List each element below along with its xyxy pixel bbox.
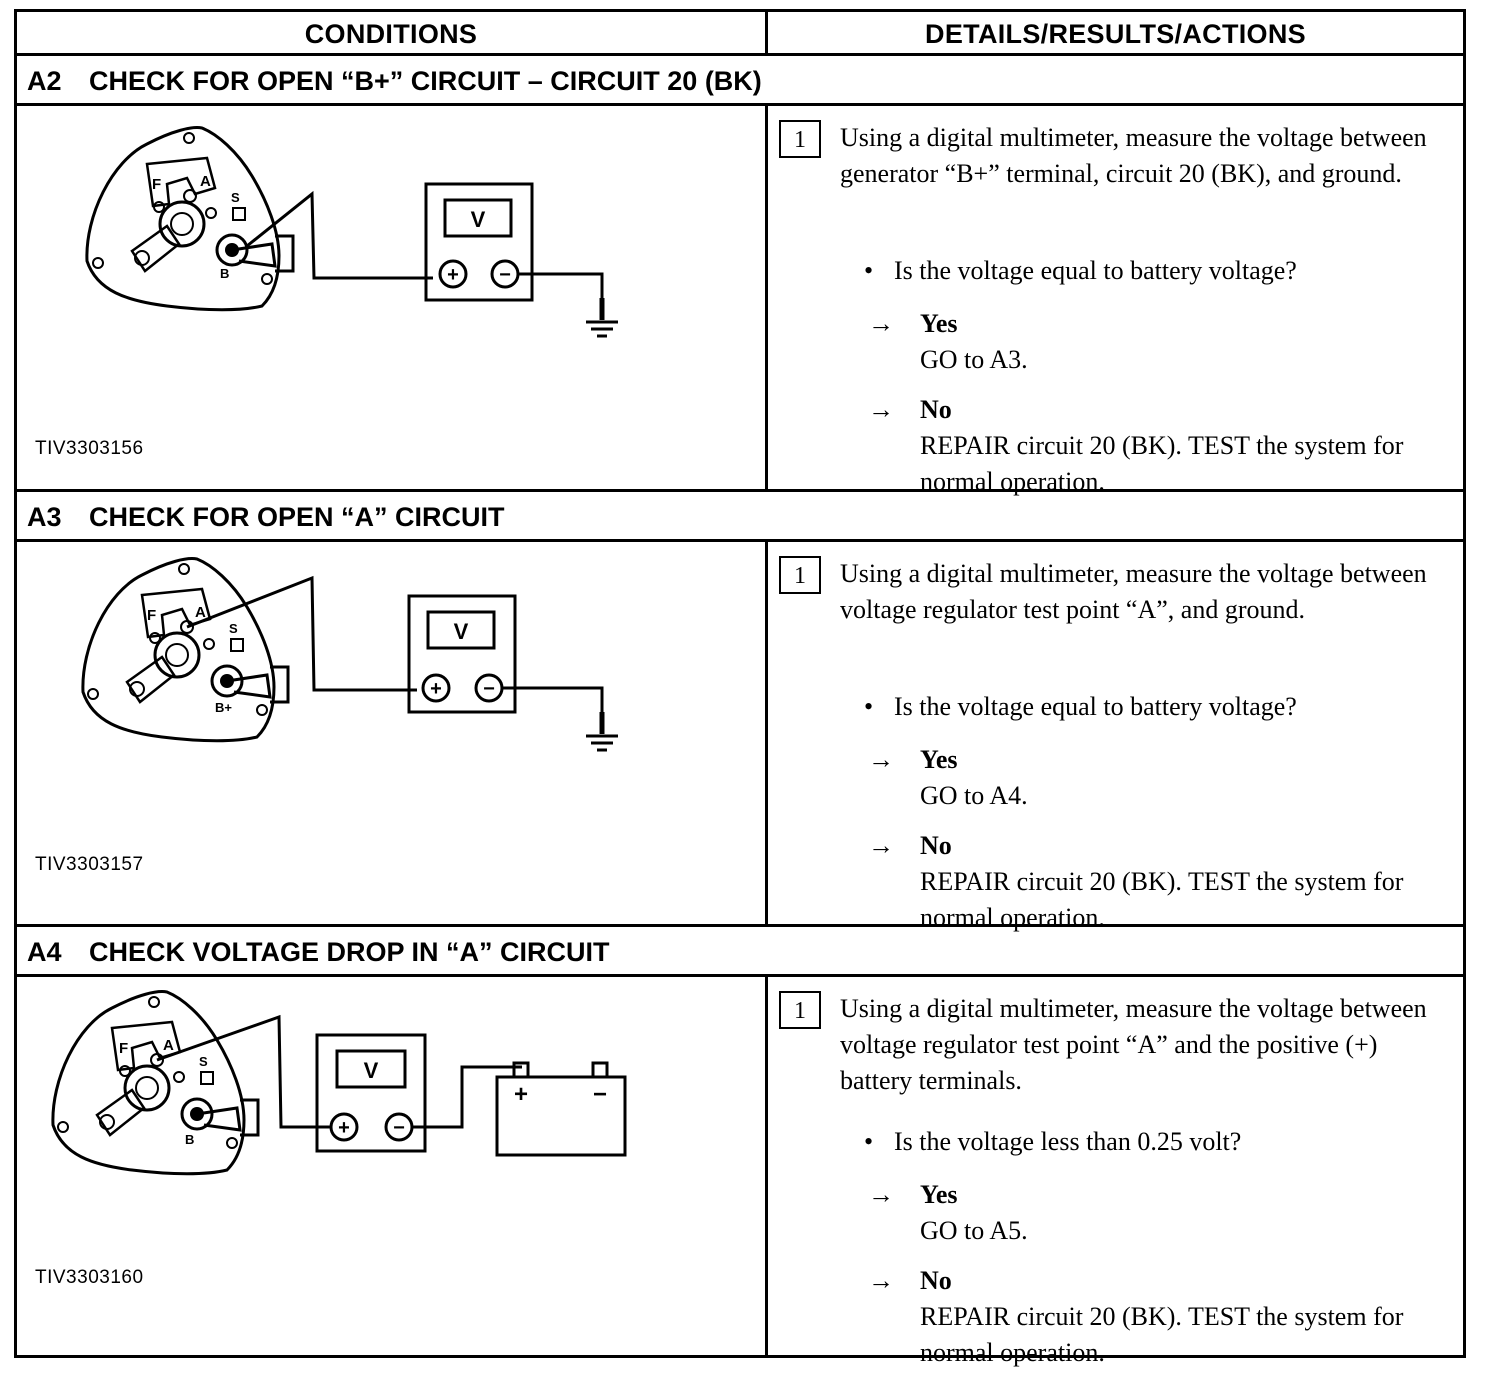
terminal-label-b-plus: B+ — [215, 700, 232, 715]
battery-plus-label: + — [514, 1081, 528, 1108]
terminal-label-f: F — [152, 176, 161, 193]
section-code: A2 — [27, 66, 62, 96]
details-cell: 1 Using a digital multimeter, measure th… — [768, 542, 1463, 932]
result-label: Yes — [920, 1180, 958, 1209]
battery-icon: + − — [495, 1061, 627, 1157]
terminal-label-a: A — [200, 173, 211, 190]
details-cell: 1 Using a digital multimeter, measure th… — [768, 106, 1463, 496]
section-code: A4 — [27, 937, 62, 967]
section-body-a3: F A S B+ V + − TIV3303157 — [17, 542, 1463, 932]
right-arrow-icon: → — [868, 1180, 894, 1209]
figure-id: TIV3303160 — [35, 1267, 144, 1288]
meter-minus-label: − — [483, 678, 495, 700]
details-cell: 1 Using a digital multimeter, measure th… — [768, 977, 1463, 1367]
terminal-label-f: F — [147, 607, 156, 624]
question-text: Is the voltage equal to battery voltage? — [894, 256, 1297, 285]
conditions-cell: F A S B+ V + − TIV3303157 — [17, 542, 768, 924]
right-arrow-icon: → — [868, 745, 894, 774]
result-action: GO to A3. — [920, 345, 1028, 374]
table-header: CONDITIONS DETAILS/RESULTS/ACTIONS — [17, 12, 1463, 56]
section-title-a3: A3 CHECK FOR OPEN “A” CIRCUIT — [17, 492, 1463, 542]
result-label: No — [920, 1266, 952, 1295]
ground-symbol-icon — [586, 712, 618, 752]
terminal-label-a: A — [163, 1037, 174, 1054]
figure-id: TIV3303157 — [35, 854, 144, 875]
generator-a-circuit-test-diagram: F A S B+ V + − — [81, 557, 618, 752]
conditions-cell: F A S B V + − TIV3 — [17, 106, 768, 489]
meter-minus-label: − — [499, 264, 511, 286]
conditions-cell: F A S B V + − + − — [17, 977, 768, 1355]
result-action: REPAIR circuit 20 (BK). TEST the system … — [920, 867, 1404, 932]
terminal-label-a: A — [195, 604, 206, 621]
question-item: • Is the voltage equal to battery voltage… — [864, 692, 1297, 722]
step-instruction: Using a digital multimeter, measure the … — [840, 559, 1427, 624]
step-number-box: 1 — [779, 556, 821, 594]
meter-plus-label: + — [430, 678, 442, 700]
conditions-header: CONDITIONS — [17, 12, 768, 53]
terminal-label-s: S — [199, 1054, 208, 1069]
voltage-drop-test-diagram: F A S B V + − + − — [51, 990, 627, 1176]
result-label: Yes — [920, 309, 958, 338]
section-code: A3 — [27, 502, 62, 532]
result-label: No — [920, 395, 952, 424]
terminal-label-s: S — [229, 621, 238, 636]
section-heading: CHECK VOLTAGE DROP IN “A” CIRCUIT — [89, 937, 610, 967]
generator-b-plus-test-diagram: F A S B V + − — [85, 126, 618, 338]
meter-label: V — [364, 1058, 379, 1083]
result-action: REPAIR circuit 20 (BK). TEST the system … — [920, 431, 1404, 496]
question-item: • Is the voltage equal to battery voltage… — [864, 256, 1297, 286]
step-instruction: Using a digital multimeter, measure the … — [840, 994, 1427, 1095]
right-arrow-icon: → — [868, 831, 894, 860]
meter-plus-label: + — [338, 1117, 350, 1139]
terminal-label-b: B — [220, 266, 229, 281]
right-arrow-icon: → — [868, 1266, 894, 1295]
section-heading: CHECK FOR OPEN “B+” CIRCUIT – CIRCUIT 20… — [89, 66, 762, 96]
battery-minus-label: − — [593, 1081, 607, 1108]
question-item: • Is the voltage less than 0.25 volt? — [864, 1127, 1241, 1157]
terminal-label-b: B — [185, 1132, 194, 1147]
bullet-icon: • — [864, 692, 874, 721]
ground-symbol-icon — [586, 298, 618, 338]
result-label: Yes — [920, 745, 958, 774]
bullet-icon: • — [864, 256, 874, 285]
result-action: GO to A4. — [920, 781, 1028, 810]
section-body-a4: F A S B V + − + − — [17, 977, 1463, 1367]
terminal-label-s: S — [231, 190, 240, 205]
terminal-label-f: F — [119, 1040, 128, 1057]
bullet-icon: • — [864, 1127, 874, 1156]
meter-minus-label: − — [393, 1117, 405, 1139]
right-arrow-icon: → — [868, 309, 894, 338]
section-body-a2: F A S B V + − TIV3 — [17, 106, 1463, 496]
result-label: No — [920, 831, 952, 860]
step-number-box: 1 — [779, 991, 821, 1029]
question-text: Is the voltage equal to battery voltage? — [894, 692, 1297, 721]
meter-label: V — [454, 619, 469, 644]
right-arrow-icon: → — [868, 395, 894, 424]
meter-plus-label: + — [447, 264, 459, 286]
section-title-a4: A4 CHECK VOLTAGE DROP IN “A” CIRCUIT — [17, 927, 1463, 977]
step-number-box: 1 — [779, 120, 821, 158]
result-action: REPAIR circuit 20 (BK). TEST the system … — [920, 1302, 1404, 1367]
step-instruction: Using a digital multimeter, measure the … — [840, 123, 1427, 188]
section-title-a2: A2 CHECK FOR OPEN “B+” CIRCUIT – CIRCUIT … — [17, 56, 1463, 106]
section-heading: CHECK FOR OPEN “A” CIRCUIT — [89, 502, 505, 532]
figure-id: TIV3303156 — [35, 438, 144, 459]
details-header: DETAILS/RESULTS/ACTIONS — [925, 19, 1306, 49]
meter-label: V — [471, 207, 486, 232]
result-action: GO to A5. — [920, 1216, 1028, 1245]
question-text: Is the voltage less than 0.25 volt? — [894, 1127, 1242, 1156]
